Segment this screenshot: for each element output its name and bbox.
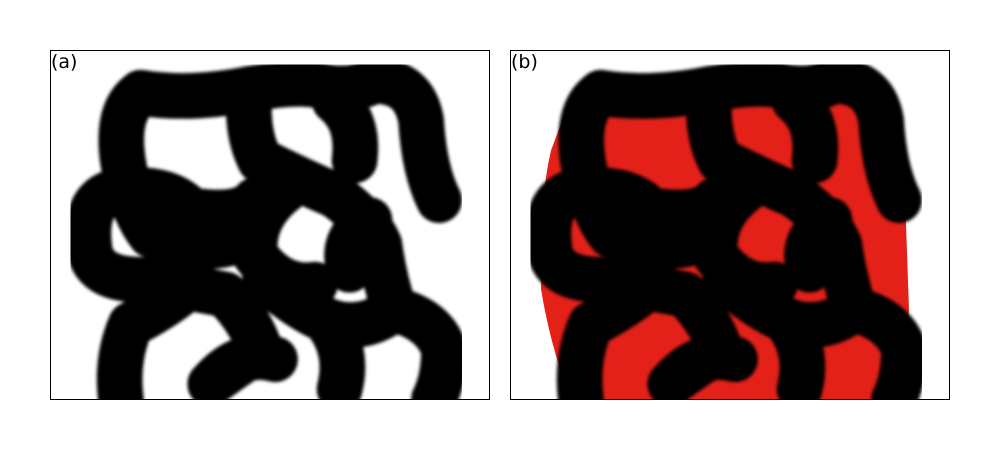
panel-b-label: (b) [511, 51, 538, 73]
black-strokes [88, 81, 444, 399]
panel-a-label: (a) [51, 51, 78, 73]
panel-b-artwork [511, 51, 949, 399]
panel-b: (b) [510, 50, 950, 400]
panel-a-artwork [51, 51, 489, 399]
panel-a: (a) [50, 50, 490, 400]
